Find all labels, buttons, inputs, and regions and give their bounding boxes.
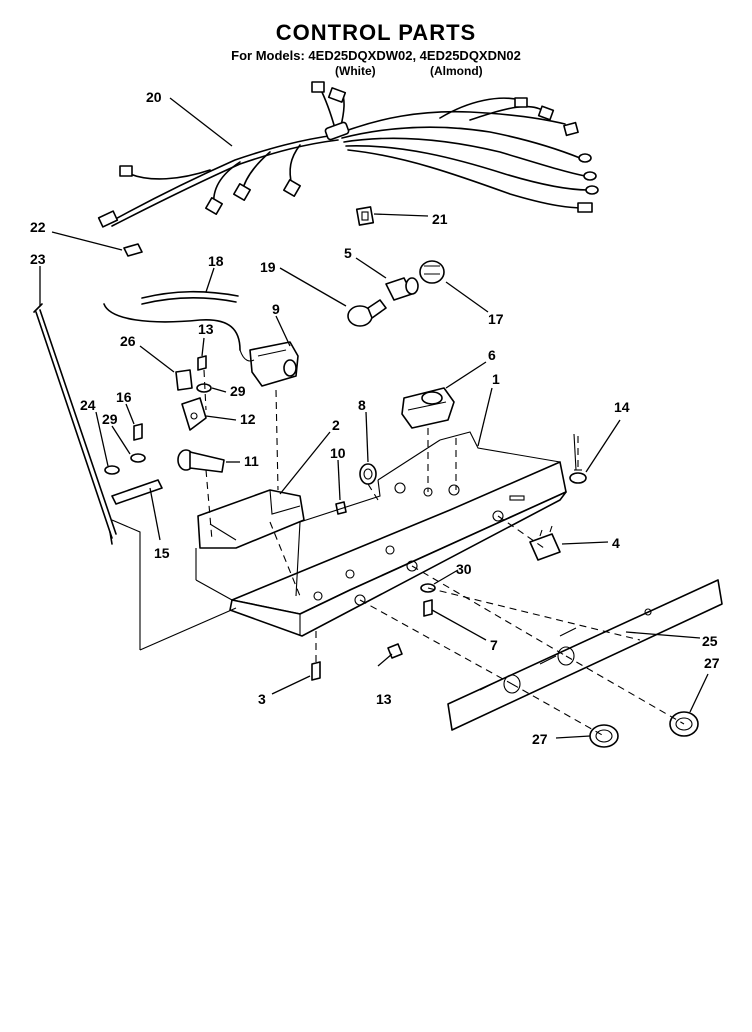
callout-8: 8 [358, 397, 366, 413]
callout-20: 20 [146, 89, 162, 105]
thermostat-9 [239, 341, 299, 387]
screw-16 [133, 423, 143, 441]
screw-13-upper [197, 355, 207, 371]
callout-12: 12 [240, 411, 256, 427]
variant-white: (White) [335, 64, 376, 78]
washer-29-lower [130, 453, 146, 463]
callout-6: 6 [488, 347, 496, 363]
bracket-2 [197, 489, 305, 549]
page-title: CONTROL PARTS [275, 20, 477, 45]
callout-17: 17 [488, 311, 504, 327]
shaft-11 [177, 449, 225, 473]
callout-11: 11 [244, 453, 259, 469]
bracket-12 [181, 397, 207, 431]
callout-19: 19 [260, 259, 276, 275]
knob-27-left [589, 724, 619, 748]
callout-27-right: 27 [704, 655, 720, 671]
bulb-19 [347, 299, 387, 327]
knob-8 [359, 463, 377, 485]
callout-29-upper: 29 [230, 383, 246, 399]
control-6 [401, 387, 455, 429]
bracket-15 [111, 479, 163, 505]
callout-21: 21 [432, 211, 448, 227]
callout-13-upper: 13 [198, 321, 214, 337]
callout-18: 18 [208, 253, 224, 269]
washer-24 [104, 465, 120, 475]
callout-29-lower: 29 [102, 411, 118, 427]
control-housing-1 [229, 431, 567, 637]
callout-3: 3 [258, 691, 266, 707]
callout-30: 30 [456, 561, 472, 577]
callout-5: 5 [344, 245, 352, 261]
callout-15: 15 [154, 545, 170, 561]
callout-22: 22 [30, 219, 46, 235]
clip-22 [123, 243, 143, 257]
wire-harness [97, 81, 599, 228]
callout-labels: 20 22 23 18 19 5 17 21 9 26 13 29 12 11 … [30, 89, 720, 747]
callout-2: 2 [332, 417, 340, 433]
models-line: For Models: 4ED25DQXDW02, 4ED25DQXDN02 [231, 48, 521, 63]
callout-10: 10 [330, 445, 346, 461]
callout-16: 16 [116, 389, 132, 405]
socket-17 [419, 260, 445, 284]
socket-5 [385, 277, 419, 301]
assembly-dashed-lines [203, 369, 685, 737]
callout-27-left: 27 [532, 731, 548, 747]
screw-10 [335, 501, 347, 515]
bracket-26 [175, 369, 193, 391]
callout-1: 1 [492, 371, 500, 387]
callout-7: 7 [490, 637, 498, 653]
frame-lines [111, 433, 577, 651]
pin-14 [569, 469, 587, 484]
clip-21 [355, 206, 375, 226]
washer-29-upper [196, 383, 212, 393]
leader-lines [39, 97, 709, 739]
callout-26: 26 [120, 333, 136, 349]
callout-14: 14 [614, 399, 630, 415]
callout-4: 4 [612, 535, 620, 551]
switch-4 [529, 525, 561, 561]
rod-23 [33, 303, 117, 545]
callout-23: 23 [30, 251, 46, 267]
control-panel-25 [447, 579, 723, 731]
callout-13-lower: 13 [376, 691, 392, 707]
callout-25: 25 [702, 633, 718, 649]
callout-24: 24 [80, 397, 96, 413]
callout-9: 9 [272, 301, 280, 317]
variant-almond: (Almond) [430, 64, 483, 78]
screw-3 [311, 661, 321, 681]
screw-7 [423, 599, 433, 617]
tube-18 [103, 290, 241, 351]
